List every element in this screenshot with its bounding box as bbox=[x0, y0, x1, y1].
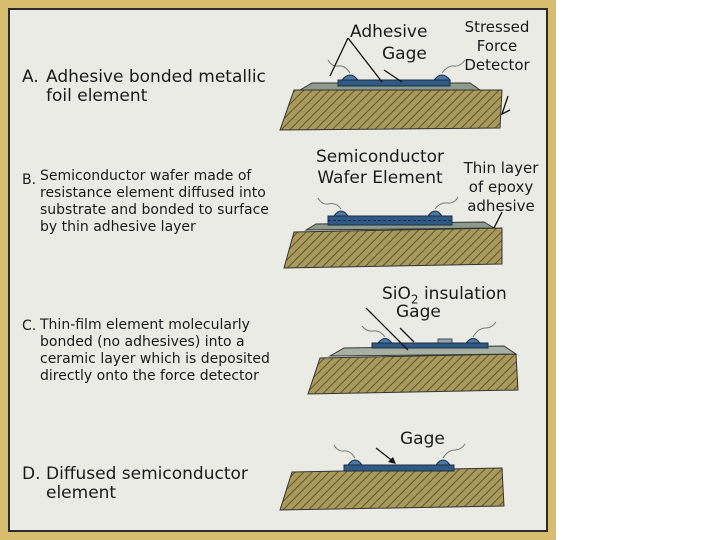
lead-wire-left-c bbox=[361, 325, 386, 338]
lead-wire-right-b bbox=[434, 196, 459, 210]
solder-bump-left-c bbox=[376, 338, 394, 344]
label-gage-a: Gage bbox=[382, 44, 427, 64]
lead-wire-left-d bbox=[333, 444, 356, 459]
leader-gage-d-arrow bbox=[388, 457, 396, 464]
diagram-panel: A. Adhesive bonded metallic foil element… bbox=[8, 8, 548, 532]
label-sio2-subscript: 2 bbox=[410, 292, 419, 307]
section-d-letter: D. bbox=[22, 464, 41, 484]
slide-frame: A. Adhesive bonded metallic foil element… bbox=[0, 0, 556, 540]
solder-bump-right-a bbox=[432, 74, 452, 81]
section-c-letter: C. bbox=[22, 318, 37, 334]
leader-detector-a bbox=[500, 95, 511, 116]
substrate-d bbox=[279, 467, 505, 511]
solder-bump-right-d bbox=[435, 459, 451, 466]
section-d-caption: Diffused semiconductor element bbox=[46, 464, 248, 503]
diagram-c bbox=[307, 307, 519, 395]
lead-wire-right-c bbox=[472, 321, 497, 338]
leader-adhesive-a bbox=[347, 37, 383, 83]
label-adhesive: Adhesive bbox=[350, 22, 428, 42]
leader-gage-c bbox=[399, 327, 415, 343]
solder-bump-right-b bbox=[427, 210, 443, 217]
diagram-d bbox=[279, 443, 505, 511]
solder-bump-left-b bbox=[333, 210, 349, 217]
solder-bump-left-a bbox=[340, 74, 360, 81]
diffused-element-d bbox=[343, 464, 455, 472]
substrate-b bbox=[283, 227, 503, 269]
thin-film-element-c bbox=[371, 342, 489, 349]
lead-wire-left-b bbox=[317, 197, 342, 210]
lead-wire-right-a bbox=[441, 59, 466, 74]
lead-wire-left-a bbox=[327, 59, 351, 74]
section-c-caption: Thin-film element molecularly bonded (no… bbox=[40, 317, 270, 384]
solder-bump-right-c bbox=[464, 338, 482, 344]
section-b-caption: Semiconductor wafer made of resistance e… bbox=[40, 168, 269, 235]
solder-bump-left-d bbox=[347, 459, 363, 466]
section-a-letter: A. bbox=[22, 67, 39, 87]
label-sio2-insulation: SiO2 insulation bbox=[382, 284, 507, 309]
label-thin-epoxy-adhesive: Thin layer of epoxy adhesive bbox=[463, 159, 539, 215]
leader-adhesive-a2 bbox=[329, 37, 349, 77]
diagram-b bbox=[283, 196, 503, 269]
substrate-a bbox=[279, 89, 503, 131]
section-a-caption: Adhesive bonded metallic foil element bbox=[46, 67, 266, 106]
insulation-pad-c bbox=[437, 338, 453, 344]
leader-gage-a bbox=[383, 69, 403, 83]
substrate-c bbox=[307, 353, 519, 395]
label-gage-d: Gage bbox=[400, 429, 445, 449]
label-stressed-force-detector: Stressed Force Detector bbox=[464, 18, 530, 74]
leader-epoxy-b bbox=[493, 211, 503, 229]
diagram-drawing bbox=[279, 37, 519, 511]
diagram-a bbox=[279, 37, 511, 131]
label-sio2-base: SiO bbox=[382, 284, 411, 304]
label-gage-c: Gage bbox=[396, 302, 441, 322]
label-semiconductor-wafer-element: Semiconductor Wafer Element bbox=[315, 147, 445, 188]
label-insulation-word: insulation bbox=[418, 284, 507, 304]
leader-sio2-c bbox=[365, 307, 409, 351]
lead-wire-right-d bbox=[442, 443, 466, 459]
section-b-letter: B. bbox=[22, 172, 37, 188]
foil-element-a bbox=[337, 79, 451, 87]
